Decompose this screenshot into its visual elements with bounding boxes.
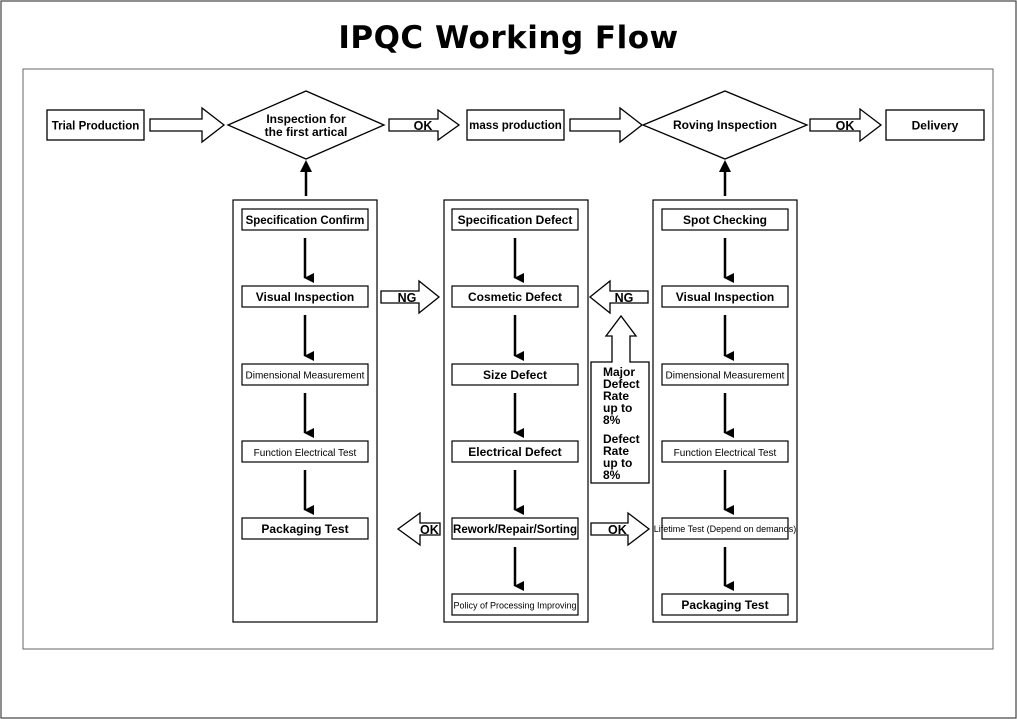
step-label: Packaging Test [681,598,768,612]
middle-step-size-defect: Size Defect [451,363,579,386]
delivery-box: Delivery [885,109,985,141]
left-step-packaging-test: Packaging Test [241,517,369,540]
middle-step-specification-defect: Specification Defect [451,208,579,231]
first-inspection-label-2: the first artical [265,125,348,139]
step-label: Specification Defect [458,213,573,227]
ok-arrow-middle-to-left: OK [396,511,441,547]
ok-arrow-2: OK [809,107,883,143]
trial-production-label: Trial Production [52,121,140,133]
hollow-arrow-right [149,106,226,144]
left-step-function-electrical-test: Function Electrical Test [241,440,369,463]
ng-arrow-right-to-middle: NG [588,279,649,315]
note-line: Rate [603,389,629,403]
note-line: up to [603,456,632,470]
ng-right-label: NG [615,291,634,305]
step-label: Size Defect [483,368,547,382]
up-hollow-arrow [590,314,650,484]
ok-arrow-1: OK [388,108,461,142]
step-label: Specification Confirm [246,215,365,227]
note-line: Defect [603,377,640,391]
first-inspection-label-1: Inspection for [266,112,346,126]
up-arrow-head [719,160,731,172]
note-line: up to [603,401,632,415]
ng-left-label: NG [398,291,417,305]
defect-rate-note: Major Defect Rate up to 8% Defect Rate u… [590,314,650,484]
first-inspection-diamond: Inspection for the first artical [226,90,386,160]
middle-step-rework-repair-sorting: Rework/Repair/Sorting [451,517,579,540]
left-step-dimensional-measurement: Dimensional Measurement [241,363,369,386]
ok-arrow-middle-to-right: OK [590,511,651,547]
step-label: Policy of Processing Improving [453,601,576,611]
trial-production-box: Trial Production [46,109,145,141]
right-step-packaging-test: Packaging Test [661,593,789,616]
diagram-frame [22,68,994,650]
left-step-visual-inspection: Visual Inspection [241,285,369,308]
right-step-visual-inspection: Visual Inspection [661,285,789,308]
step-label: Function Electrical Test [254,448,357,459]
step-label: Function Electrical Test [674,448,777,459]
note-line: Defect [603,432,640,446]
right-step-function-electrical-test: Function Electrical Test [661,440,789,463]
mass-production-box: mass production [466,109,565,141]
ng-arrow-left-to-middle: NG [380,279,441,315]
step-label: Spot Checking [683,213,767,227]
delivery-label: Delivery [912,119,959,133]
note-line: Major [603,365,635,379]
middle-step-cosmetic-defect: Cosmetic Defect [451,285,579,308]
hollow-arrow-right [569,106,644,144]
step-label: Electrical Defect [468,445,561,459]
step-label: Visual Inspection [676,290,774,304]
middle-step-policy-improving: Policy of Processing Improving [451,593,579,616]
roving-inspection-diamond: Roving Inspection [641,90,809,160]
step-label: Cosmetic Defect [468,290,562,304]
roving-inspection-label: Roving Inspection [673,118,777,132]
right-step-lifetime-test: Lifetime Test (Depend on demands) [654,517,796,540]
mass-production-label: mass production [469,120,562,132]
step-label: Dimensional Measurement [666,371,785,382]
ok-arrow-2-label: OK [836,119,855,133]
ok-left-label: OK [420,523,439,537]
step-label: Packaging Test [261,522,348,536]
page-title: IPQC Working Flow [338,20,679,56]
step-label: Visual Inspection [256,290,354,304]
step-label: Rework/Repair/Sorting [453,524,577,536]
right-step-spot-checking: Spot Checking [661,208,789,231]
step-label: Dimensional Measurement [246,371,365,382]
ok-arrow-1-label: OK [414,119,433,133]
middle-step-electrical-defect: Electrical Defect [451,440,579,463]
note-line: Rate [603,444,629,458]
up-arrow-head [300,160,312,172]
ok-right-label: OK [608,523,627,537]
left-step-specification-confirm: Specification Confirm [241,208,369,231]
step-label: Lifetime Test (Depend on demands) [654,524,796,534]
note-line: 8% [603,413,621,427]
right-step-dimensional-measurement: Dimensional Measurement [661,363,789,386]
note-line: 8% [603,468,621,482]
